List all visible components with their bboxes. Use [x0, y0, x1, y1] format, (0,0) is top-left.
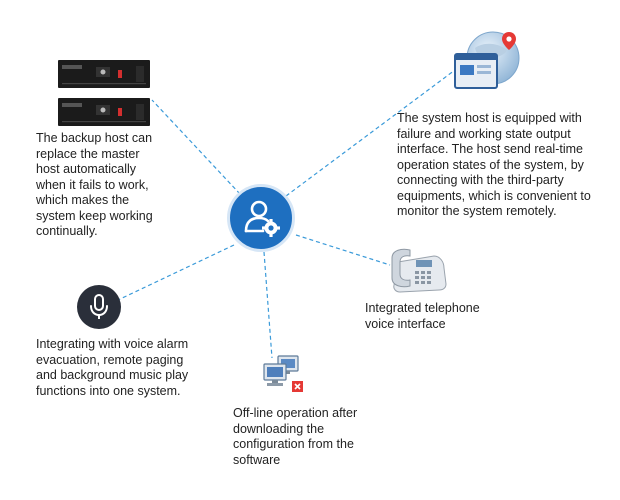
- offline-text: Off-line operation after downloading the…: [233, 406, 358, 467]
- connector-telephone: [295, 234, 391, 266]
- telephone-icon: [388, 244, 448, 294]
- connector-backup: [151, 99, 241, 195]
- rack-server-icon: [56, 58, 152, 130]
- connector-monitor: [285, 69, 456, 197]
- microphone-icon: [77, 285, 121, 329]
- user-gear-icon: [244, 200, 280, 237]
- offline-computer-icon: [262, 354, 308, 394]
- connector-voice: [117, 244, 235, 301]
- center-node: [227, 184, 295, 252]
- telephone-text: Integrated telephone voice interface: [365, 301, 480, 331]
- voice-alarm-text: Integrating with voice alarm evacuation,…: [36, 337, 189, 398]
- connector-offline: [263, 251, 273, 359]
- backup-host-text: The backup host can replace the master h…: [36, 131, 153, 238]
- globe-window-icon: [447, 28, 527, 100]
- state-output-text: The system host is equipped with failure…: [397, 111, 591, 218]
